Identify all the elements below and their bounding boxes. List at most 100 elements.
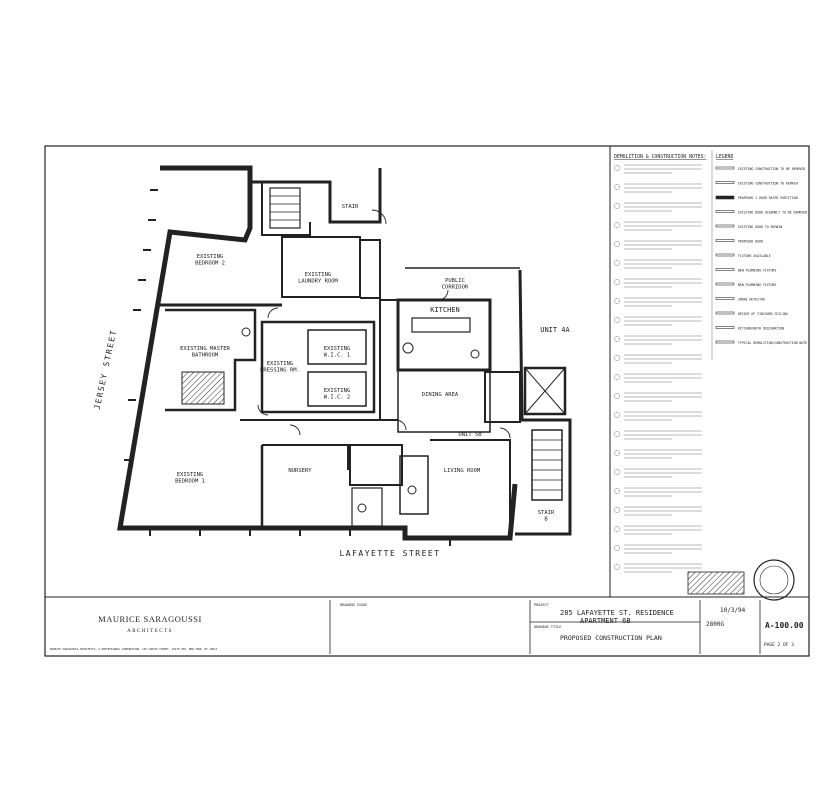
firm-address: MAURICE SARAGOUSSI ARCHITECTS, A PROFESS… bbox=[50, 647, 218, 651]
nursery-bath bbox=[349, 444, 403, 486]
legend-item-label: EXISTING DOOR TO REMAIN bbox=[738, 225, 782, 229]
note-marker bbox=[614, 374, 620, 380]
living-room-wall bbox=[430, 439, 511, 528]
exterior-wall bbox=[117, 165, 518, 541]
laundry-chase bbox=[360, 239, 381, 299]
wic2-wall bbox=[307, 371, 367, 407]
legend-item-label: TYPICAL DEMOLITION/CONSTRUCTION NOTE bbox=[738, 341, 807, 345]
note-marker bbox=[614, 507, 620, 513]
dressing-room-wall bbox=[260, 320, 376, 414]
drawing-title: PROPOSED CONSTRUCTION PLAN bbox=[560, 634, 662, 642]
note-marker bbox=[614, 203, 620, 209]
toilet bbox=[407, 485, 417, 495]
apartment: APARTMENT 6B bbox=[580, 617, 631, 625]
street-label-lafayette: LAFAYETTE STREET bbox=[339, 549, 440, 558]
legend-item-label: NEW PLUMBING FIXTURE bbox=[738, 269, 776, 273]
room-label-unit4a: UNIT 4A bbox=[540, 326, 570, 334]
project-name: 285 LAFAYETTE ST. RESIDENCE bbox=[560, 609, 674, 617]
note-marker bbox=[614, 279, 620, 285]
fixture bbox=[470, 349, 480, 359]
note-marker bbox=[614, 355, 620, 361]
legend-symbol bbox=[715, 297, 735, 300]
note-marker bbox=[614, 564, 620, 570]
corridor-partition bbox=[240, 298, 398, 421]
note-marker bbox=[614, 241, 620, 247]
legend-header: LEGEND bbox=[716, 154, 733, 160]
tub-removed bbox=[181, 371, 225, 405]
note-marker bbox=[614, 431, 620, 437]
drawing-issue-label: DRAWING ISSUE bbox=[340, 603, 367, 607]
toilet bbox=[241, 327, 251, 337]
stair-treads bbox=[532, 439, 562, 491]
legend-symbol bbox=[715, 282, 735, 286]
note-marker bbox=[614, 450, 620, 456]
door-swing bbox=[257, 209, 511, 439]
laundry-wall bbox=[281, 236, 361, 298]
notes-list bbox=[614, 164, 702, 573]
north-stair-treads bbox=[270, 195, 300, 221]
job-number: 2800G bbox=[706, 621, 724, 628]
legend-symbol bbox=[715, 181, 735, 184]
legend-item-label: NEW PLUMBING FIXTURE bbox=[738, 283, 776, 287]
note-marker bbox=[614, 469, 620, 475]
unit5b-wall bbox=[484, 371, 521, 423]
legend-symbol bbox=[715, 224, 735, 228]
note-marker bbox=[614, 488, 620, 494]
architect-seal bbox=[753, 559, 795, 601]
room-label-stair: STAIR bbox=[342, 204, 359, 210]
legend-symbol bbox=[715, 239, 735, 242]
sheet-border bbox=[44, 145, 810, 657]
legend-item-label: SMOKE DETECTOR bbox=[738, 298, 765, 302]
note-marker bbox=[614, 165, 620, 171]
legend-list: EXISTING CONSTRUCTION TO BE REMOVED EXIST… bbox=[715, 166, 807, 345]
north-wall bbox=[250, 168, 382, 224]
legend-symbol bbox=[715, 326, 735, 329]
floor-plan bbox=[117, 165, 572, 546]
firm-sub: ARCHITECTS bbox=[127, 629, 173, 634]
legend-item-label: KITCHEN/BATH DESIGNATION bbox=[738, 327, 784, 331]
upper-block-wall bbox=[261, 182, 311, 236]
sink bbox=[402, 342, 414, 354]
note-marker bbox=[614, 545, 620, 551]
legend-symbol bbox=[715, 195, 735, 200]
legend-item-label: PROPOSED DOOR bbox=[738, 240, 763, 244]
window-marks bbox=[124, 189, 451, 546]
dining-wall bbox=[397, 369, 491, 433]
legend-item-label: EXISTING CONSTRUCTION TO BE REMOVED bbox=[738, 167, 805, 171]
elevator-shaft bbox=[523, 366, 567, 416]
closet bbox=[351, 487, 383, 527]
kitchen-island bbox=[411, 317, 471, 333]
toilet bbox=[357, 503, 367, 513]
stair-b-well bbox=[531, 429, 563, 501]
legend-item-label: EXISTING DOOR ASSEMBLY TO BE REMOVED bbox=[738, 211, 807, 215]
note-marker bbox=[614, 222, 620, 228]
legend-item-label: FIXTURE AVAILABLE bbox=[738, 254, 771, 258]
legend-item-label: HEIGHT OF FINISHED CEILING bbox=[738, 312, 788, 316]
note-marker bbox=[614, 317, 620, 323]
firm-name: MAURICE SARAGOUSSI bbox=[98, 614, 202, 624]
room-label-kitchen: KITCHEN bbox=[430, 306, 460, 314]
note-marker bbox=[614, 393, 620, 399]
code-stamp bbox=[687, 571, 745, 595]
legend-item-label: EXISTING CONSTRUCTION TO REMAIN bbox=[738, 182, 798, 186]
wic1-wall bbox=[307, 329, 367, 365]
drawing-title-label: DRAWING TITLE bbox=[534, 625, 561, 629]
note-marker bbox=[614, 298, 620, 304]
note-marker bbox=[614, 336, 620, 342]
room-label-unit5b: UNIT 5B bbox=[458, 432, 482, 438]
legend-symbol bbox=[715, 311, 735, 315]
elevator-x bbox=[524, 367, 566, 415]
title-block bbox=[329, 600, 761, 654]
room-label-dining: DINING AREA bbox=[422, 392, 459, 398]
street-label-jersey: JERSEY STREET bbox=[93, 328, 119, 410]
legend-symbol bbox=[715, 253, 735, 257]
date: 10/3/94 bbox=[720, 607, 746, 614]
